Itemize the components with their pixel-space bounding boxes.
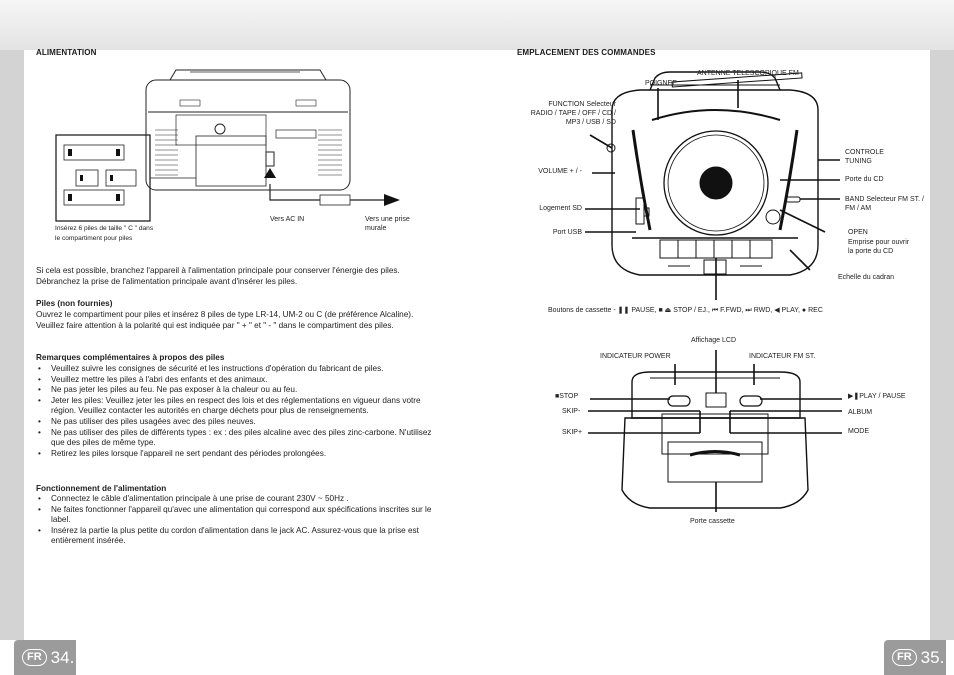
battery-caption: Insérez 6 piles de taille " C " dans le …: [55, 225, 154, 242]
cassette-pause: PAUSE,: [631, 307, 657, 314]
label-band: BAND Selecteur FM ST. / FM / AM: [845, 196, 924, 212]
remarques-list: Veuillez suivre les consignes de sécurit…: [36, 364, 436, 459]
eject-icon: ⏏: [664, 307, 672, 314]
cassette-ffwd: F.FWD,: [720, 307, 744, 314]
label-album: ALBUM: [848, 409, 873, 416]
label-skip-plus: SKIP+: [562, 429, 583, 436]
play-pause-icon: ▶❚: [848, 393, 860, 400]
page-number-left: FR 34.: [14, 640, 76, 675]
label-function: FUNCTION Selecteur RADIO / TAPE / OFF / …: [530, 101, 616, 126]
fonctionnement-list: Connectez le câble d'alimentation princi…: [36, 494, 436, 547]
stop-icon: ■: [658, 307, 663, 314]
label-affichage-lcd: Affichage LCD: [691, 337, 737, 344]
cassette-play: PLAY,: [781, 307, 800, 314]
list-item: Connectez le câble d'alimentation princi…: [36, 494, 436, 505]
label-volume: VOLUME + / -: [538, 168, 582, 175]
cassette-rwd: RWD,: [753, 307, 773, 314]
list-item: Veuillez suivre les consignes de sécurit…: [36, 364, 436, 375]
wall-outlet-label: Vers une prise murale: [365, 216, 410, 232]
label-indicateur-fm: INDICATEUR FM ST.: [749, 353, 816, 360]
language-badge: FR: [892, 649, 917, 666]
label-porte-cassette: Porte cassette: [690, 518, 735, 525]
label-port-usb: Port USB: [552, 229, 582, 236]
page-number: 34.: [50, 647, 75, 667]
list-item: Jeter les piles: Veuillez jeter les pile…: [36, 396, 436, 417]
page-number-right: FR 35.: [884, 640, 946, 675]
rec-icon: ●: [801, 307, 807, 314]
remarques-heading: Remarques complémentaires à propos des p…: [36, 353, 225, 362]
cassette-rec: REC: [808, 307, 823, 314]
label-poignee: POIGNEE: [645, 80, 677, 87]
list-item: Ne pas utiliser des piles de différents …: [36, 428, 436, 449]
arrow-up-icon: [264, 168, 276, 178]
cassette-stop-ej: STOP / EJ.,: [673, 307, 710, 314]
play-icon: ◀: [774, 307, 780, 314]
fonctionnement-heading: Fonctionnement de l'alimentation: [36, 484, 167, 493]
label-indicateur-power: INDICATEUR POWER: [600, 353, 671, 360]
list-item: Retirez les piles lorsque l'appareil ne …: [36, 449, 436, 460]
label-porte-cd: Porte du CD: [845, 176, 884, 183]
list-item: Ne pas utiliser des piles usagées avec d…: [36, 417, 436, 428]
list-item: Ne pas jeter les piles au feu. Ne pas ex…: [36, 385, 436, 396]
label-stop: ■STOP: [555, 393, 579, 400]
right-margin-bar: [930, 50, 954, 640]
ac-in-label: Vers AC IN: [270, 216, 305, 223]
page-number: 35.: [920, 647, 945, 667]
label-logement-sd: Logement SD: [539, 205, 582, 212]
label-play-pause: ▶❚PLAY / PAUSE: [848, 393, 906, 400]
section-heading-commandes: EMPLACEMENT DES COMMANDES: [517, 48, 656, 57]
label-mode: MODE: [848, 428, 869, 435]
cassette-buttons-line: Boutons de cassette - ❚❚ PAUSE, ■ ⏏ STOP…: [548, 306, 928, 315]
label-emprise: Emprise pour ouvrir la porte du CD: [848, 239, 910, 255]
rewind-skip-icon: ⏮: [711, 307, 719, 314]
list-item: Insérez la partie la plus petite du cord…: [36, 526, 436, 547]
left-margin-bar: [0, 50, 24, 640]
label-echelle: Echelle du cadran: [838, 274, 895, 281]
label-open: OPEN: [848, 229, 868, 236]
intro-paragraph: Si cela est possible, branchez l'apparei…: [36, 266, 400, 286]
list-item: Ne faites fonctionner l'appareil qu'avec…: [36, 505, 436, 526]
top-band: [0, 0, 954, 50]
list-item: Veuillez mettre les piles à l'abri des e…: [36, 375, 436, 386]
piles-heading: Piles (non fournies): [36, 299, 113, 308]
label-controle-tuning: CONTROLE TUNING: [845, 149, 884, 165]
label-skip-minus: SKIP-: [562, 408, 581, 415]
label-antenne: ANTENNE TELESCOPIQUE FM: [697, 70, 799, 77]
ffwd-skip-icon: ⏭: [745, 307, 752, 314]
section-heading-alimentation: ALIMENTATION: [36, 48, 97, 57]
cassette-prefix: Boutons de cassette -: [548, 307, 618, 314]
pause-icon: ❚❚: [617, 307, 630, 314]
stop-icon: ■: [555, 393, 560, 400]
language-badge: FR: [22, 649, 47, 666]
piles-paragraph: Ouvrez le compartiment pour piles et ins…: [36, 310, 414, 330]
power-plug-icon: [384, 194, 400, 206]
